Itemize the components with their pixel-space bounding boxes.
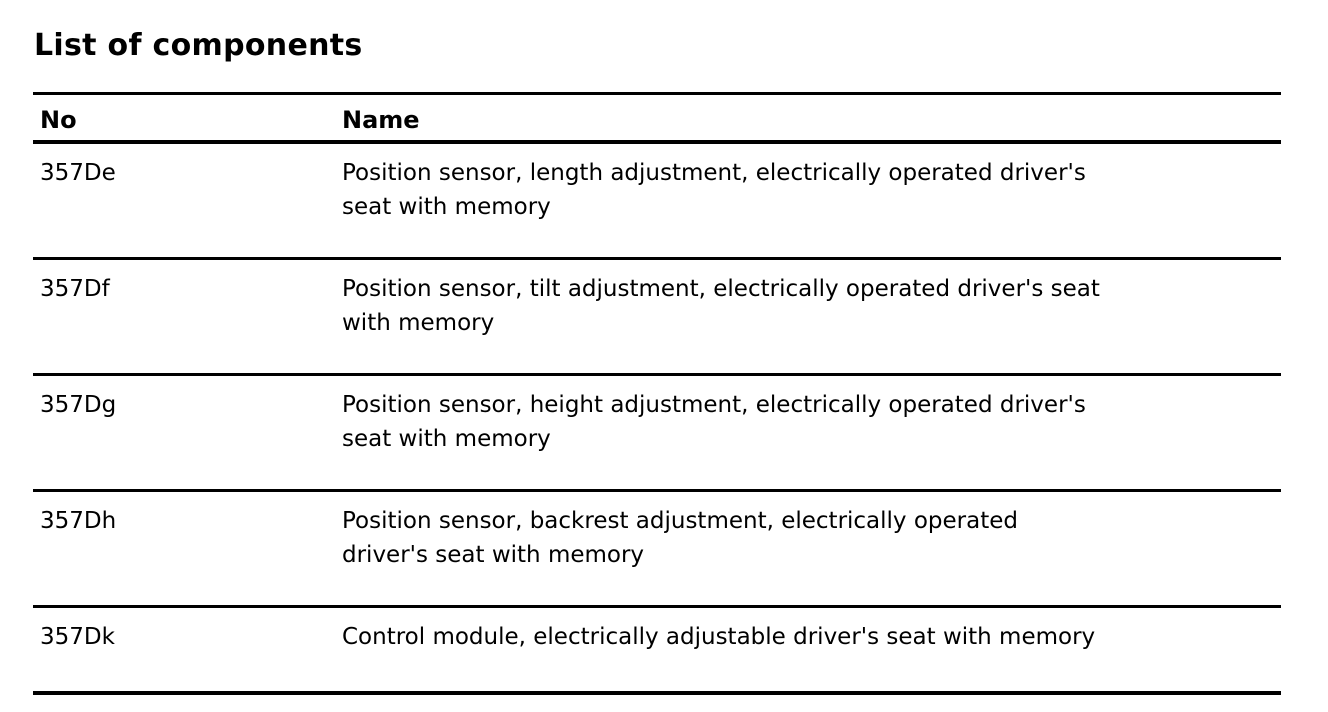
component-name: Control module, electrically adjustable … [342, 624, 1096, 650]
components-table: No Name 357De Position sensor, length ad… [33, 92, 1281, 695]
column-header-name: Name [342, 106, 420, 134]
table-row: 357Dg Position sensor, height adjustment… [33, 376, 1281, 492]
component-name: Position sensor, length adjustment, elec… [342, 160, 1086, 220]
table-row: 357Df Position sensor, tilt adjustment, … [33, 260, 1281, 376]
table-row: 357Dh Position sensor, backrest adjustme… [33, 492, 1281, 608]
column-header-no: No [40, 106, 77, 134]
component-name: Position sensor, tilt adjustment, electr… [342, 276, 1100, 336]
table-header-row: No Name [33, 95, 1281, 144]
table-row: 357De Position sensor, length adjustment… [33, 144, 1281, 260]
page-title: List of components [34, 28, 363, 64]
component-no: 357Dk [40, 624, 115, 650]
component-no: 357Df [40, 276, 110, 302]
table-row: 357Dk Control module, electrically adjus… [33, 608, 1281, 691]
component-no: 357Dh [40, 508, 117, 534]
component-name: Position sensor, height adjustment, elec… [342, 392, 1086, 452]
component-no: 357Dg [40, 392, 117, 418]
component-no: 357De [40, 160, 116, 186]
component-name: Position sensor, backrest adjustment, el… [342, 508, 1018, 568]
